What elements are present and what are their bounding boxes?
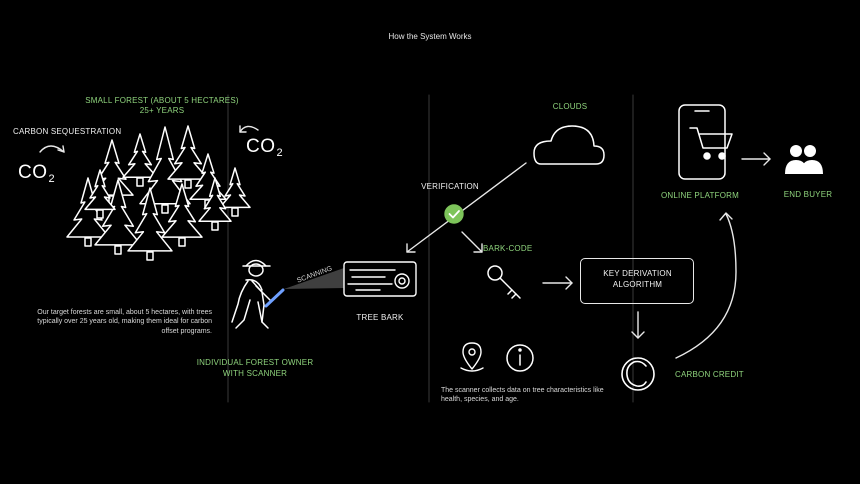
cloud-to-bark-arrow — [406, 162, 527, 253]
verify-to-barkcode-arrowhead — [473, 243, 483, 253]
pine-tree-1 — [122, 133, 158, 179]
pine-trunk-11 — [211, 221, 219, 231]
pine-tree-4 — [189, 153, 227, 200]
pine-trunk-1 — [136, 177, 144, 187]
pine-tree-6 — [94, 179, 142, 246]
co2-left: CO2 — [18, 162, 55, 185]
algorithm-to-credit-arrowhead — [631, 331, 645, 339]
end-buyer-icon — [785, 145, 823, 174]
co2-curve-arrow-right-head — [239, 125, 247, 133]
co2-left-subscript: 2 — [48, 173, 56, 185]
key-icon — [487, 265, 521, 299]
pine-tree-3 — [167, 125, 209, 180]
forest-trees-icon — [66, 125, 251, 261]
scanner-note: The scanner collects data on tree charac… — [441, 387, 604, 404]
pine-tree-2 — [139, 126, 191, 205]
co2-right: CO2 — [246, 136, 283, 159]
co2-right-subscript: 2 — [276, 147, 284, 159]
platform-to-buyer-arrowhead — [763, 152, 771, 166]
pine-trunk-2 — [161, 204, 169, 214]
pine-trunk-8 — [178, 237, 186, 247]
phone-cart-icon — [678, 104, 733, 180]
pine-trunk-3 — [184, 179, 192, 189]
verification-label: VERIFICATION — [421, 182, 479, 191]
pine-trunk-10 — [231, 207, 239, 217]
co2-curve-arrow-left-head — [57, 145, 65, 153]
owner-label-line2: WITH SCANNER — [222, 369, 288, 378]
scan-beam — [284, 268, 344, 289]
pine-trunk-6 — [114, 245, 122, 255]
pine-tree-0 — [90, 139, 134, 196]
verification-check-icon — [444, 204, 464, 224]
verify-to-barkcode-arrow — [461, 231, 483, 253]
page-title: How the System Works — [388, 32, 472, 41]
co2-left-text: CO — [18, 162, 48, 183]
algorithm-line1: KEY DERIVATION — [603, 269, 672, 278]
forest-title-line1: SMALL FOREST (ABOUT 5 HECTARES) — [85, 96, 239, 105]
pine-trunk-5 — [84, 237, 92, 247]
credit-to-platform-arrow — [675, 213, 737, 359]
info-icon — [506, 344, 534, 372]
carbon-sequestration-label: CARBON SEQUESTRATION — [13, 127, 122, 136]
end-buyer-label: END BUYER — [783, 190, 833, 199]
co2-right-text: CO — [246, 136, 276, 157]
forest-description: Our target forests are small, about 5 he… — [37, 309, 212, 335]
forest-owner-icon — [231, 259, 271, 329]
online-platform-label: ONLINE PLATFORM — [661, 191, 739, 200]
pine-tree-8 — [161, 183, 203, 238]
bark-code-label: BARK-CODE — [483, 244, 533, 253]
co2-curve-arrow-left — [39, 145, 65, 153]
cloud-icon — [533, 125, 605, 165]
clouds-label: CLOUDS — [552, 102, 588, 111]
scanner-device-icon — [264, 288, 285, 308]
algorithm-line2: ALGORITHM — [612, 280, 663, 289]
pine-tree-7 — [127, 187, 173, 252]
pine-tree-10 — [219, 167, 251, 209]
pine-trunk-7 — [146, 251, 154, 261]
tree-bark-label: TREE BARK — [356, 313, 404, 322]
location-pin-icon — [460, 342, 484, 372]
carbon-credit-label: CARBON CREDIT — [675, 370, 744, 379]
key-to-algorithm-arrowhead — [565, 276, 573, 290]
cloud-to-bark-arrowhead — [406, 243, 416, 253]
co2-curve-arrow-right — [239, 125, 259, 133]
key-derivation-algorithm-box — [580, 258, 694, 304]
pine-trunk-9 — [96, 209, 104, 219]
owner-label-line1: INDIVIDUAL FOREST OWNER — [196, 358, 314, 367]
tree-bark-icon — [343, 261, 417, 297]
carbon-credit-icon — [621, 357, 655, 391]
credit-to-platform-arrowhead — [719, 212, 733, 221]
forest-title-line2: 25+ YEARS — [139, 106, 185, 115]
